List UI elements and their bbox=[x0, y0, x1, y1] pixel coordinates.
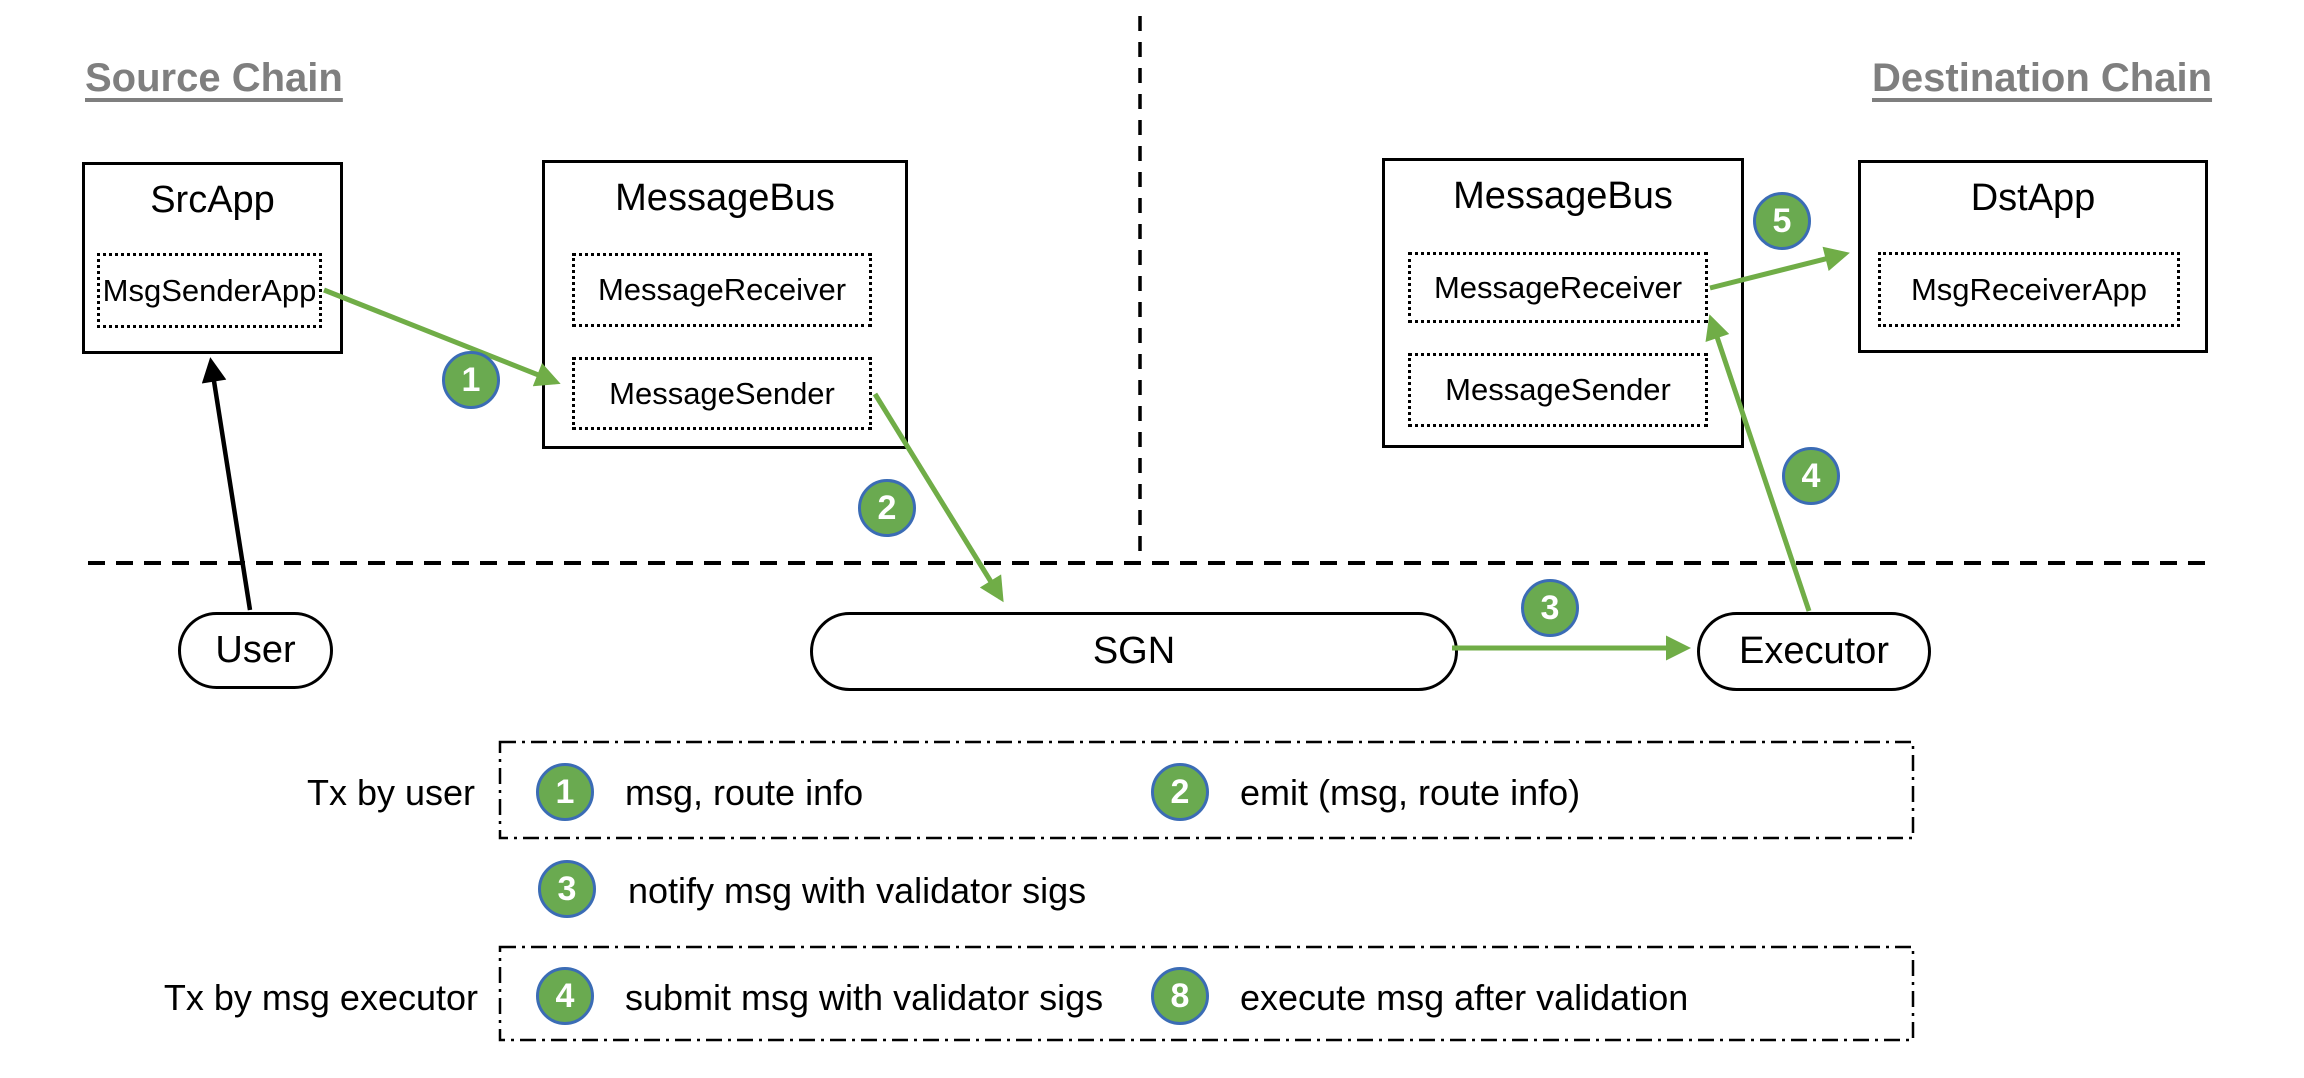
dst-app-title: DstApp bbox=[1970, 177, 2096, 219]
legend-text-1: msg, route info bbox=[625, 772, 864, 813]
source-message-bus-title: MessageBus bbox=[615, 177, 835, 219]
step-badge-5: 5 bbox=[1753, 192, 1811, 250]
source-message-sender-box: MessageSender bbox=[572, 357, 872, 430]
legend-label-tx-by-user: Tx by user bbox=[306, 772, 475, 813]
legend-badge-8: 8 bbox=[1151, 967, 1209, 1025]
legend-text-4: submit msg with validator sigs bbox=[625, 977, 1104, 1018]
legend-text-3: notify msg with validator sigs bbox=[628, 870, 1087, 911]
arrow-user-to-srcapp bbox=[201, 357, 253, 611]
step-badge-4: 4 bbox=[1782, 447, 1840, 505]
msg-sender-app-box: MsgSenderApp bbox=[97, 253, 322, 328]
legend-text-2: emit (msg, route info) bbox=[1240, 772, 1581, 813]
source-message-receiver-box: MessageReceiver bbox=[572, 253, 872, 327]
step-badge-3: 3 bbox=[1521, 579, 1579, 637]
arrow-1-msgsenderapp-to-messagesender bbox=[323, 287, 561, 387]
step-badge-2: 2 bbox=[858, 479, 916, 537]
legend-badge-4: 4 bbox=[536, 967, 594, 1025]
destination-chain-heading: Destination Chain bbox=[1872, 56, 2213, 100]
sgn-node: SGN bbox=[810, 612, 1458, 691]
msg-receiver-app-box: MsgReceiverApp bbox=[1878, 252, 2180, 327]
dst-app-box: DstApp MsgReceiverApp bbox=[1858, 160, 2208, 353]
src-app-box: SrcApp MsgSenderApp bbox=[82, 162, 343, 354]
legend-badge-1: 1 bbox=[536, 763, 594, 821]
executor-node: Executor bbox=[1697, 612, 1931, 691]
legend-badge-2: 2 bbox=[1151, 763, 1209, 821]
legend-text-8: execute msg after validation bbox=[1240, 977, 1689, 1018]
legend-label-tx-by-msg-executor: Tx by msg executor bbox=[163, 977, 478, 1018]
legend-badge-3: 3 bbox=[538, 860, 596, 918]
destination-message-bus-title: MessageBus bbox=[1453, 175, 1673, 217]
step-badge-1: 1 bbox=[442, 351, 500, 409]
user-node: User bbox=[178, 612, 333, 689]
destination-message-sender-box: MessageSender bbox=[1408, 353, 1708, 427]
destination-message-receiver-box: MessageReceiver bbox=[1408, 252, 1708, 323]
destination-message-bus-box: MessageBus MessageReceiver MessageSender bbox=[1382, 158, 1744, 448]
source-chain-heading: Source Chain bbox=[85, 56, 343, 100]
source-message-bus-box: MessageBus MessageReceiver MessageSender bbox=[542, 160, 908, 449]
src-app-title: SrcApp bbox=[150, 179, 275, 221]
